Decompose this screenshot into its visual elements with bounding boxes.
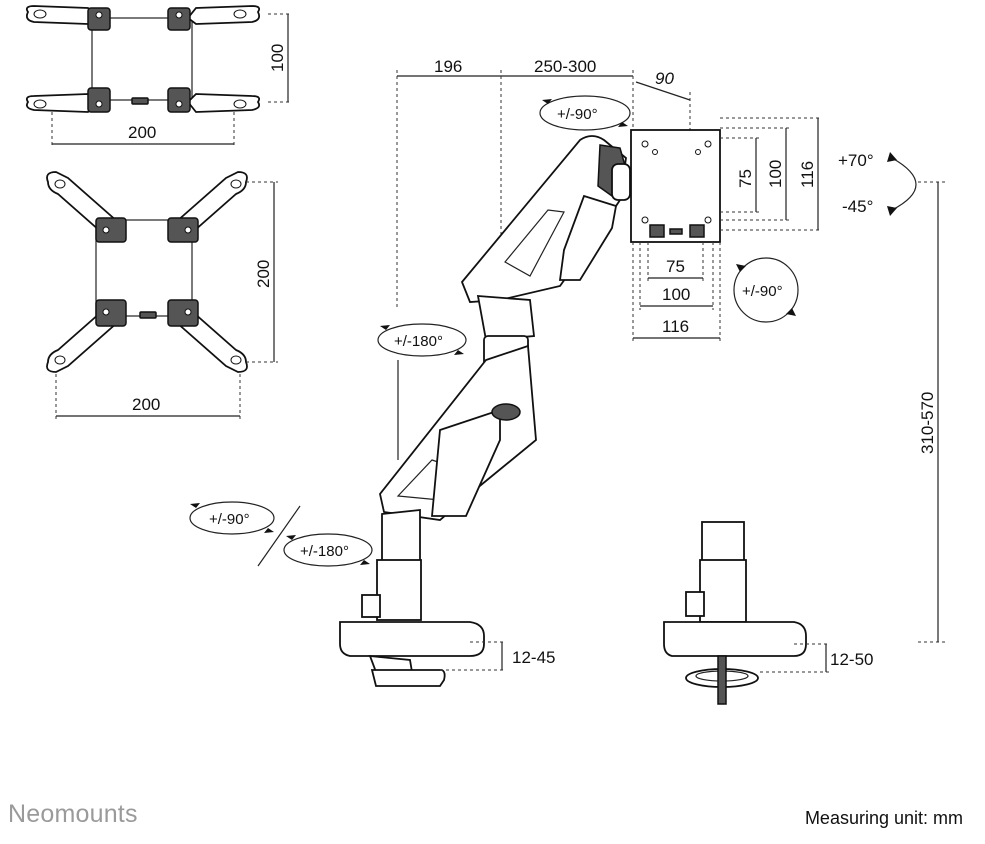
grommet-range-dims (760, 643, 830, 673)
rot-tilt-up: +70° (838, 151, 874, 170)
measuring-unit-label: Measuring unit: mm (804, 808, 963, 828)
tilt-rotation-icon (887, 152, 917, 216)
head-swivel-rotation-icon (539, 95, 631, 131)
dim-clamp-range: 12-45 (512, 648, 555, 667)
dim-arm-reach-2: 250-300 (534, 57, 596, 76)
rot-base-swivel: +/-90° (209, 511, 250, 528)
dim-vesa-v75: 75 (736, 169, 755, 188)
dim-vesa-h100: 100 (662, 285, 690, 304)
dim-vesa-v100: 100 (766, 160, 785, 188)
screen-rotation-icon (733, 257, 799, 323)
pole-height-dims (918, 181, 948, 643)
clamp-range-dims (440, 641, 506, 671)
rot-tilt-down: -45° (842, 197, 873, 216)
base-rotation-icons (189, 501, 373, 567)
dim-grommet-range: 12-50 (830, 650, 873, 669)
dim-arm-reach-1: 196 (434, 57, 462, 76)
dim-plate-large-width: 200 (132, 395, 160, 414)
monitor-arm (339, 135, 631, 687)
vesa-plate-large (46, 171, 278, 422)
dim-vesa-v116: 116 (798, 161, 817, 188)
arm-rotation-icon (377, 323, 467, 460)
vesa-plate-small (25, 5, 292, 146)
dim-pole-height: 310-570 (918, 392, 937, 454)
dim-head-depth: 90 (655, 69, 674, 88)
vesa-vertical-dims (720, 117, 822, 231)
rot-head-swivel: +/-90° (557, 106, 598, 123)
dim-plate-small-width: 200 (128, 123, 156, 142)
monitor-head-plate (630, 129, 721, 243)
dim-plate-small-height: 100 (268, 44, 287, 72)
grommet-mount (663, 521, 807, 705)
dim-vesa-h75: 75 (666, 257, 685, 276)
reach-dimension-lines (396, 70, 691, 310)
brand-logo: Neomounts (8, 800, 138, 828)
rot-base-rotate: +/-180° (300, 543, 349, 560)
dim-vesa-h116: 116 (662, 317, 689, 336)
dim-plate-large-height: 200 (254, 260, 273, 288)
rot-arm-upper: +/-180° (394, 333, 443, 350)
vesa-horizontal-dims (632, 242, 721, 342)
rot-screen: +/-90° (742, 283, 783, 300)
